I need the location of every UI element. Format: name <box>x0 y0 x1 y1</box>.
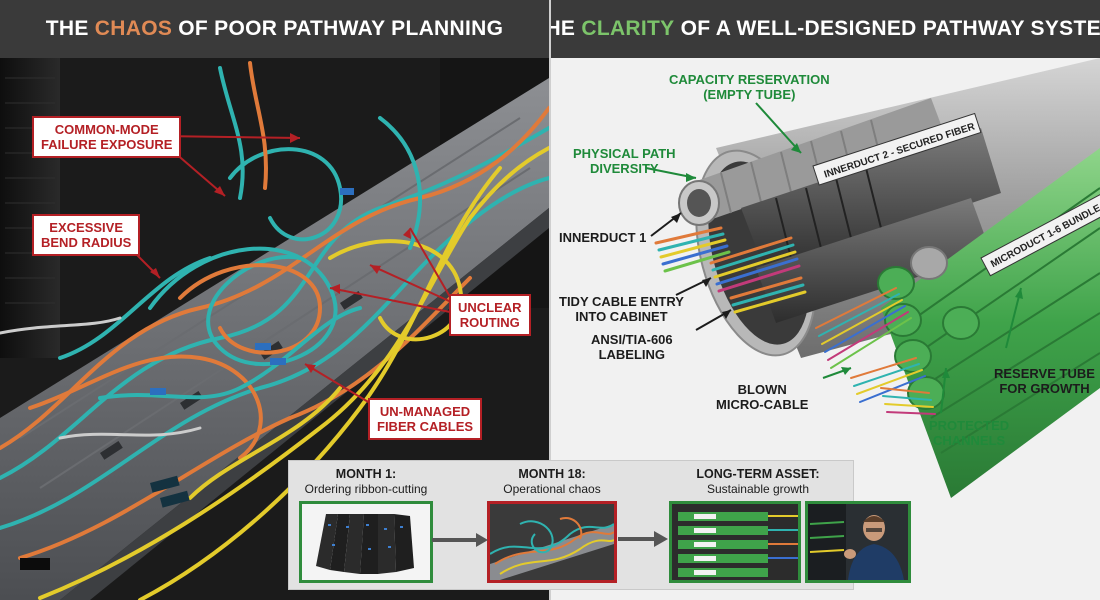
timeline-image-cable-chaos <box>487 501 617 583</box>
timeline-image-labeled-ducts <box>669 501 801 583</box>
timeline-step-title: MONTH 1: <box>335 467 397 481</box>
label-tidy-cable-entry: TIDY CABLE ENTRY INTO CABINET <box>559 294 684 324</box>
cable-tray <box>0 78 549 600</box>
label-ansi-tia-606: ANSI/TIA-606 LABELING <box>591 332 673 362</box>
callout-common-mode-failure: COMMON-MODE FAILURE EXPOSURE <box>32 116 182 158</box>
chaos-panel: THE CHAOS OF POOR PATHWAY PLANNING <box>0 0 549 600</box>
timeline-image-technician <box>805 501 911 583</box>
timeline-arrow-2 <box>618 531 668 547</box>
innerduct-2-label <box>812 112 982 186</box>
timeline-step-long-term: LONG-TERM ASSET: Sustainable growth <box>669 467 847 497</box>
label-innerduct-1: INNERDUCT 1 <box>559 230 647 245</box>
label-blown-micro-cable: BLOWN MICRO-CABLE <box>716 382 809 412</box>
callout-unclear-routing: UNCLEAR ROUTING <box>449 294 531 336</box>
timeline-strip: MONTH 1: Ordering ribbon-cutting MONTH 1… <box>288 460 911 590</box>
timeline-step-month-18: MONTH 18: Operational chaos <box>487 467 617 497</box>
chaos-title: THE CHAOS OF POOR PATHWAY PLANNING <box>0 0 549 58</box>
callout-unmanaged-fiber: UN-MANAGED FIBER CABLES <box>368 398 483 440</box>
server-rack-left <box>0 58 60 358</box>
timeline-step-title: MONTH 18: <box>518 467 586 481</box>
timeline-step-subtitle: Ordering ribbon-cutting <box>304 482 428 496</box>
callout-excessive-bend-radius: EXCESSIVE BEND RADIUS <box>32 214 141 256</box>
clarity-title-suffix: OF A WELL-DESIGNED PATHWAY SYSTEM <box>674 17 1100 40</box>
label-reserve-tube: RESERVE TUBE FOR GROWTH <box>994 366 1095 396</box>
timeline-arrow-1 <box>432 533 488 547</box>
clarity-title-highlight: CLARITY <box>581 17 675 40</box>
chaos-title-suffix: OF POOR PATHWAY PLANNING <box>172 17 504 40</box>
timeline-step-subtitle: Operational chaos <box>503 482 601 496</box>
timeline-step-subtitle: Sustainable growth <box>706 482 810 496</box>
chaos-title-highlight: CHAOS <box>94 17 173 40</box>
timeline-step-title: LONG-TERM ASSET: <box>696 467 820 481</box>
label-physical-path-diversity: PHYSICAL PATH DIVERSITY <box>573 146 676 176</box>
label-capacity-reservation: CAPACITY RESERVATION (EMPTY TUBE) <box>669 72 830 102</box>
label-protected-channels: PROTECTED CHANNELS <box>929 418 1010 448</box>
panel-divider <box>549 0 551 600</box>
timeline-image-server-racks <box>299 501 433 583</box>
chaos-title-prefix: THE <box>45 17 95 40</box>
timeline-step-month-1: MONTH 1: Ordering ribbon-cutting <box>299 467 433 497</box>
clarity-title: THE CLARITY OF A WELL-DESIGNED PATHWAY S… <box>551 0 1100 58</box>
conduit-illustration: INNERDUCT 2 - SECURED FIBER MICRODUCT 1-… <box>551 58 1100 600</box>
microduct-label <box>980 193 1100 277</box>
clarity-title-prefix: THE <box>551 17 576 40</box>
